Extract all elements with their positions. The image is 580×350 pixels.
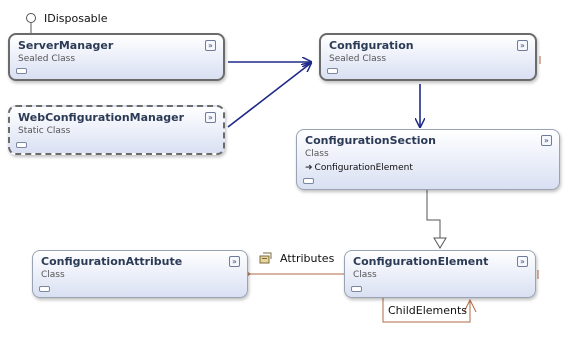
class-kind: Static Class [18, 126, 71, 136]
class-name: ConfigurationSection [305, 134, 436, 147]
association-label-child-elements[interactable]: ChildElements [388, 304, 468, 317]
collapse-chevron-icon[interactable]: » [517, 256, 528, 267]
interface-lollipop-icon[interactable] [26, 13, 36, 23]
compartment-toggle-icon[interactable] [303, 178, 314, 184]
association-label-attributes[interactable]: Attributes [280, 252, 335, 265]
compartment-toggle-icon[interactable] [16, 68, 27, 74]
collapse-chevron-icon[interactable]: » [205, 40, 216, 51]
dependency-arrow-web-config-manager[interactable] [227, 63, 311, 128]
class-box-server-manager[interactable]: ServerManager Sealed Class » [8, 33, 225, 81]
compartment-toggle-icon[interactable] [351, 286, 362, 292]
inheritance-arrowhead [433, 237, 447, 249]
class-kind: Class [305, 149, 329, 159]
class-name: ConfigurationElement [353, 255, 489, 268]
class-kind: Class [41, 270, 65, 280]
collapse-chevron-icon[interactable]: » [205, 112, 216, 123]
arrow-right-icon: ➜ [305, 163, 313, 173]
class-box-web-configuration-manager[interactable]: WebConfigurationManager Static Class » [8, 105, 225, 155]
class-name: Configuration [329, 39, 414, 52]
class-kind: Sealed Class [329, 54, 387, 64]
class-name: WebConfigurationManager [18, 111, 185, 124]
class-box-configuration-section[interactable]: ConfigurationSection Class ➜Configuratio… [296, 129, 560, 190]
compartment-toggle-icon[interactable] [16, 142, 27, 148]
collapse-chevron-icon[interactable]: » [517, 40, 528, 51]
class-kind: Sealed Class [18, 54, 76, 64]
collapse-chevron-icon[interactable]: » [541, 135, 552, 146]
compartment-toggle-icon[interactable] [39, 286, 50, 292]
interface-label: IDisposable [44, 12, 108, 25]
class-box-configuration-element[interactable]: ConfigurationElement Class » [344, 250, 536, 298]
class-member[interactable]: ➜ConfigurationElement [305, 163, 413, 173]
property-icon [259, 252, 272, 264]
class-box-configuration[interactable]: Configuration Sealed Class » [319, 33, 537, 81]
member-name: ConfigurationElement [314, 163, 413, 173]
compartment-toggle-icon[interactable] [327, 68, 338, 74]
inheritance-connector[interactable] [426, 190, 441, 238]
class-name: ConfigurationAttribute [41, 255, 183, 268]
class-kind: Class [353, 270, 377, 280]
collapse-chevron-icon[interactable]: » [229, 256, 240, 267]
class-box-configuration-attribute[interactable]: ConfigurationAttribute Class » [32, 250, 248, 298]
class-name: ServerManager [18, 39, 114, 52]
